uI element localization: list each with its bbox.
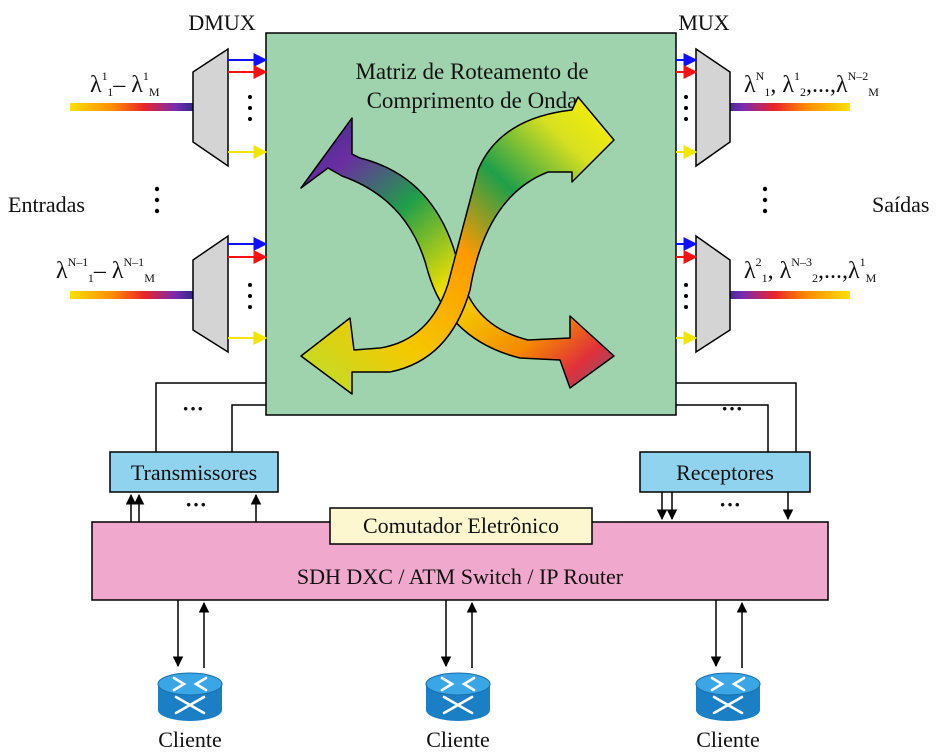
dots-right-upper: ··· (721, 396, 743, 421)
wavelength-out-top: λN1, λ12,...,λN–2M (744, 69, 879, 99)
wavelength-in-bottom: λN–11– λN–1M (56, 255, 155, 285)
vertical-dots (154, 95, 768, 309)
transmissores-box (109, 451, 279, 493)
router-label: SDH DXC / ATM Switch / IP Router (297, 564, 624, 589)
dots-left-upper: ··· (182, 396, 204, 421)
mux-label: MUX (678, 10, 729, 35)
mux-bottom (695, 234, 731, 354)
rx-arrows (656, 492, 794, 521)
matrix-drop-wires (155, 382, 797, 452)
receptores-label: Receptores (676, 460, 774, 485)
tx-arrows (125, 493, 262, 522)
client-label: Cliente (426, 727, 490, 752)
comutador-label: Comutador Eletrônico (363, 513, 559, 538)
wavelength-in-top: λ11– λ1M (90, 69, 160, 99)
mux-top (695, 47, 731, 168)
mux-top-channels (676, 53, 698, 159)
transmissores-label: Transmissores (131, 460, 257, 485)
client-router-icon (157, 672, 223, 721)
client-arrows (172, 600, 748, 668)
dmux-bottom (192, 234, 229, 354)
wavelength-out-bottom: λ21, λN–32,...,λ1M (744, 255, 877, 285)
mux-bottom-channels (676, 237, 698, 345)
client-router-icon (425, 672, 491, 721)
entradas-label: Entradas (8, 192, 85, 217)
dmux-bottom-channels (228, 237, 268, 345)
dots-right-lower: ··· (719, 492, 741, 517)
output-fiber-top (724, 103, 850, 111)
client-label: Cliente (696, 727, 760, 752)
input-fiber-top (70, 103, 194, 111)
client-label: Cliente (158, 727, 222, 752)
comutador-box (329, 507, 593, 545)
crossing-arrow-a (300, 117, 615, 389)
crossing-arrow-b (300, 96, 615, 395)
dmux-top-channels (228, 53, 268, 159)
dmux-label: DMUX (188, 10, 255, 35)
matrix-title-line2: Comprimento de Onda (367, 88, 578, 113)
client-router-icon (695, 672, 761, 721)
receptores-box (639, 451, 811, 493)
dmux-top (192, 47, 229, 168)
dots-left-lower: ··· (185, 492, 207, 517)
input-fiber-bottom (70, 291, 194, 299)
matrix-title-line1: Matriz de Roteamento de (355, 59, 588, 84)
output-fiber-bottom (724, 291, 850, 299)
saidas-label: Saídas (872, 192, 929, 217)
